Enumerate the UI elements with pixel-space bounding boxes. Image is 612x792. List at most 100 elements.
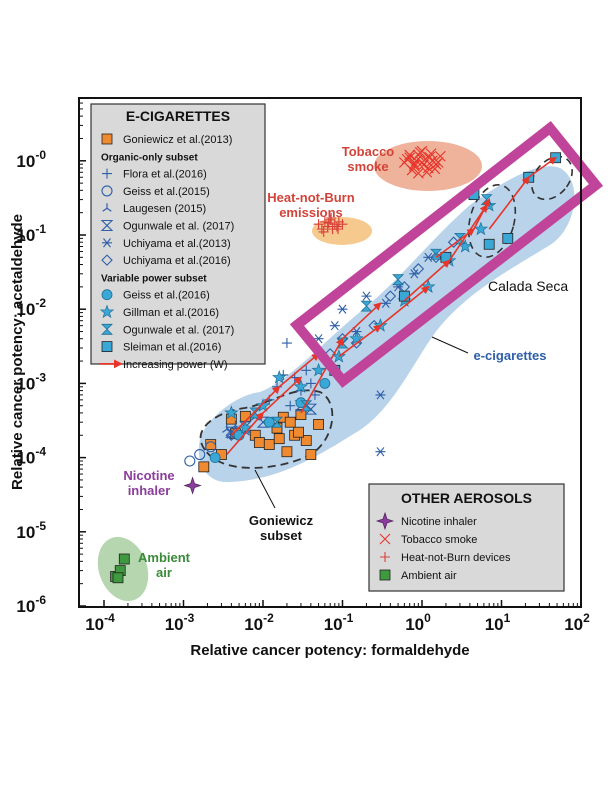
- heat-not-burn-label-line: Heat-not-Burn: [267, 190, 354, 205]
- point-geiss-et-al-2016: [263, 416, 275, 428]
- heat-not-burn-region: [312, 217, 372, 245]
- y-tick-exponent: -2: [35, 296, 46, 310]
- legend-marker-ogunwale-et-al-2017: [101, 323, 113, 335]
- legend-marker-gillman-et-al-2016: [99, 304, 115, 319]
- y-tick-exponent: -0: [35, 148, 46, 162]
- tobacco-smoke-label-line: Tobacco: [342, 144, 395, 159]
- legend-marker-geiss-et-al-2016: [101, 289, 113, 301]
- point-uchiyama-et-al-2013: [329, 321, 340, 331]
- data-points: [110, 145, 562, 584]
- point-flora-et-al-2016: [305, 378, 316, 389]
- shaded-regions: [97, 141, 575, 602]
- legend-label: Ambient air: [401, 570, 457, 582]
- point-goniewicz-et-al-2013: [313, 419, 324, 430]
- legend-label: Laugesen (2015): [123, 203, 206, 215]
- legend-marker-nicotine-inhaler: [375, 511, 395, 531]
- tobacco-region: [374, 141, 482, 191]
- legend-label: Uchiyama et al.(2016): [123, 255, 231, 267]
- point-tobacco-smoke: [406, 164, 418, 176]
- point-goniewicz-et-al-2013: [239, 410, 251, 422]
- power-arrow: [300, 337, 344, 414]
- point-geiss-et-al-2015: [194, 448, 206, 461]
- legend-marker-laugesen-2015: [102, 203, 112, 212]
- x-tick-exponent: 2: [583, 611, 590, 625]
- calada-seca-box: [289, 121, 604, 388]
- point-tobacco-smoke: [434, 150, 446, 162]
- x-tick-exponent: -4: [104, 611, 115, 625]
- legend-label: Gillman et al.(2016): [123, 307, 219, 319]
- point-heat-not-burn-devices: [318, 226, 329, 237]
- goniewicz-subset-label-line: Goniewicz: [249, 513, 314, 528]
- point-flora-et-al-2016: [285, 400, 296, 411]
- legend-marker-ogunwale-et-al-2017: [100, 219, 114, 232]
- point-nicotine-inhaler: [183, 476, 202, 495]
- goniewicz-subset-outline: [199, 389, 334, 469]
- point-heat-not-burn-devices: [337, 219, 348, 230]
- point-goniewicz-et-al-2013: [273, 433, 285, 445]
- y-axis-label: Relative cancer potency: acetaldehyde: [9, 214, 26, 490]
- point-tobacco-smoke: [412, 167, 424, 179]
- point-tobacco-smoke: [408, 158, 420, 170]
- legend-label: Sleiman et al.(2016): [123, 342, 221, 354]
- power-arrow: [528, 156, 557, 178]
- point-heat-not-burn-devices: [333, 224, 344, 235]
- nicotine-inhaler-label-line: Nicotine: [123, 468, 174, 483]
- legend-marker-flora-et-al-2016: [102, 168, 112, 179]
- point-ambient-air: [112, 572, 124, 584]
- point-goniewicz-et-al-2013: [263, 439, 275, 450]
- point-uchiyama-et-al-2016: [384, 290, 397, 302]
- power-arrow: [341, 302, 382, 340]
- point-gillman-et-al-2016: [473, 221, 489, 236]
- legend-label: Increasing power (W): [123, 359, 228, 371]
- point-tobacco-smoke: [411, 155, 422, 167]
- point-goniewicz-et-al-2013: [198, 461, 210, 473]
- point-geiss-et-al-2016: [209, 452, 221, 464]
- legend-marker-heat-not-burn-devices: [380, 552, 390, 562]
- legend-marker-geiss-et-al-2015: [101, 185, 113, 197]
- point-sleiman-et-al-2016: [502, 232, 514, 244]
- legend-marker-uchiyama-et-al-2013: [102, 238, 112, 248]
- point-gillman-et-al-2016: [272, 370, 287, 384]
- power-arrow: [403, 259, 451, 302]
- legend-marker-tobacco-smoke: [379, 533, 391, 545]
- point-uchiyama-et-al-2013: [361, 291, 372, 301]
- legend-label: Heat-not-Burn devices: [401, 552, 511, 564]
- power-arrow: [379, 285, 430, 327]
- point-tobacco-smoke: [425, 148, 437, 159]
- point-gillman-et-al-2016: [311, 362, 326, 377]
- legend-marker-ambient-air: [379, 569, 391, 581]
- point-sleiman-et-al-2016: [398, 290, 410, 302]
- legend-subheading: Organic-only subset: [101, 152, 198, 163]
- legend-label: Nicotine inhaler: [401, 516, 477, 528]
- x-axis-label: Relative cancer potency: formaldehyde: [190, 642, 469, 659]
- x-tick-exponent: -3: [184, 611, 195, 625]
- power-arrows: [226, 156, 557, 456]
- ambient-air-label-line: air: [156, 565, 172, 580]
- x-tick-exponent: -2: [263, 611, 274, 625]
- point-heat-not-burn-devices: [323, 218, 334, 229]
- power-arrow: [473, 198, 490, 230]
- legend-marker-goniewicz-et-al-2013: [101, 133, 113, 145]
- point-geiss-et-al-2015: [184, 455, 196, 467]
- legend1-box: [90, 103, 266, 365]
- legend-subheading: Variable power subset: [101, 273, 207, 284]
- point-ambient-air: [118, 553, 130, 565]
- legend2-box: [368, 483, 565, 592]
- legend-label: Ogunwale et al. (2017): [123, 221, 234, 233]
- point-gillman-et-al-2016: [255, 398, 271, 412]
- point-tobacco-smoke: [429, 163, 441, 175]
- power-arrow: [488, 175, 530, 230]
- y-tick-exponent: -1: [35, 222, 46, 236]
- point-gillman-et-al-2016: [224, 405, 239, 420]
- point-goniewicz-et-al-2013: [300, 435, 312, 446]
- legend-label: Ogunwale et al. (2017): [123, 324, 234, 336]
- point-tobacco-smoke: [416, 145, 428, 157]
- point-ogunwale-et-al-2017: [304, 403, 318, 415]
